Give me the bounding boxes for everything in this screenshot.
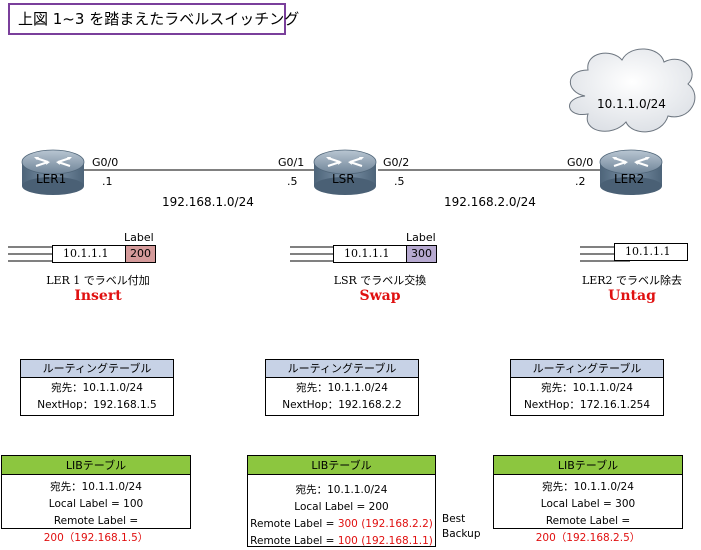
router-ler2-icon	[599, 149, 663, 195]
lib-table-remote: Remote Label = 200（192.168.1.5）	[2, 513, 190, 547]
lib-remote2-value: 100 (192.168.1.1)	[337, 535, 433, 547]
cloud-network-label: 10.1.1.0/24	[597, 97, 666, 111]
lib-table-lsr: LIBテーブル 宛先：10.1.1.0/24 Local Label = 200…	[247, 455, 436, 547]
router-lsr-label: LSR	[332, 172, 355, 186]
lib-table-dest: 宛先：10.1.1.0/24	[295, 484, 388, 496]
packet-2-caption: LSR でラベル交換	[333, 274, 427, 287]
lib-table-remote-best: Remote Label = 300 (192.168.2.2)	[248, 516, 435, 533]
lib-table-header: LIBテーブル	[494, 456, 682, 475]
routing-table-dest: 宛先：10.1.1.0/24	[296, 382, 388, 394]
packet-1-ip: 10.1.1.1	[52, 245, 126, 263]
packet-2-operation: Swap	[359, 288, 401, 304]
diagram-title: 上図 1~3 を踏まえたラベルスイッチング	[8, 3, 299, 35]
lib-table-header: LIBテーブル	[2, 456, 190, 475]
routing-table-lsr: ルーティングテーブル 宛先：10.1.1.0/24 NextHop：192.16…	[265, 359, 419, 416]
router-ler2-label: LER2	[614, 172, 645, 186]
router-ler1-label: LER1	[36, 172, 67, 186]
routing-table-dest: 宛先：10.1.1.0/24	[51, 382, 143, 394]
lib-table-remote-backup: Remote Label = 100 (192.168.1.1)	[248, 533, 435, 550]
ler2-interface: G0/0	[567, 156, 594, 169]
packet-2-motion-lines	[290, 246, 340, 262]
network-drawing	[21, 48, 696, 195]
routing-table-dest: 宛先：10.1.1.0/24	[541, 382, 633, 394]
lsr-right-interface: G0/2	[383, 156, 410, 169]
lib-remote-prefix: Remote Label =	[250, 518, 338, 530]
lib-table-local: Local Label = 300	[540, 498, 636, 510]
best-path-label: Best	[442, 513, 466, 525]
packet-1-operation: Insert	[74, 288, 122, 304]
lib-table-remote: Remote Label = 200（192.168.2.5）	[494, 513, 682, 547]
lsr-right-ip-suffix: .5	[394, 175, 405, 188]
ler1-ip-suffix: .1	[102, 175, 113, 188]
network-1-label: 192.168.1.0/24	[162, 195, 254, 209]
lib-remote-value: 200（192.168.2.5）	[535, 532, 641, 544]
routing-table-nexthop: NextHop：192.168.2.2	[282, 399, 402, 411]
lib-table-ler1: LIBテーブル 宛先：10.1.1.0/24 Local Label = 100…	[1, 455, 191, 544]
lib-table-local: Local Label = 200	[294, 501, 389, 513]
lsr-left-interface: G0/1	[278, 156, 305, 169]
lib-table-ler2: LIBテーブル 宛先：10.1.1.0/24 Local Label = 300…	[493, 455, 683, 544]
ler1-interface: G0/0	[92, 156, 119, 169]
lib-remote-value: 300 (192.168.2.2)	[337, 518, 433, 530]
ler2-ip-suffix: .2	[575, 175, 586, 188]
lib-table-local: Local Label = 100	[48, 498, 144, 510]
routing-table-header: ルーティングテーブル	[511, 360, 663, 378]
routing-table-ler2: ルーティングテーブル 宛先：10.1.1.0/24 NextHop：172.16…	[510, 359, 664, 416]
packet-1-caption: LER 1 でラベル付加	[46, 274, 150, 287]
lib-remote-value: 200（192.168.1.5）	[43, 532, 149, 544]
packet-3-ip: 10.1.1.1	[614, 243, 688, 261]
lib-remote-prefix: Remote Label =	[53, 515, 139, 527]
packet-1-motion-lines	[8, 246, 58, 262]
routing-table-header: ルーティングテーブル	[21, 360, 173, 378]
routing-table-nexthop: NextHop：172.16.1.254	[523, 399, 651, 411]
router-lsr-icon	[313, 149, 377, 195]
packet-2-ip: 10.1.1.1	[333, 245, 407, 263]
lib-table-header: LIBテーブル	[248, 456, 435, 475]
packet-3-caption: LER2 でラベル除去	[581, 274, 683, 287]
lsr-left-ip-suffix: .5	[287, 175, 298, 188]
lib-table-dest: 宛先：10.1.1.0/24	[50, 481, 142, 493]
cloud-icon	[569, 48, 696, 133]
lib-remote-prefix: Remote Label =	[545, 515, 631, 527]
routing-table-ler1: ルーティングテーブル 宛先：10.1.1.0/24 NextHop：192.16…	[20, 359, 174, 416]
routing-table-header: ルーティングテーブル	[266, 360, 418, 378]
routing-table-nexthop: NextHop：192.168.1.5	[37, 399, 157, 411]
backup-path-label: Backup	[442, 528, 481, 540]
packet-2-label-caption: Label	[406, 231, 436, 244]
network-2-label: 192.168.2.0/24	[444, 195, 536, 209]
packet-1-label-value: 200	[125, 245, 156, 263]
lib-remote2-prefix: Remote Label =	[250, 535, 338, 547]
packet-3-operation: Untag	[608, 288, 656, 304]
packet-1-label-caption: Label	[124, 231, 154, 244]
router-ler1-icon	[21, 149, 85, 195]
lib-table-dest: 宛先：10.1.1.0/24	[542, 481, 634, 493]
packet-2-label-value: 300	[406, 245, 437, 263]
